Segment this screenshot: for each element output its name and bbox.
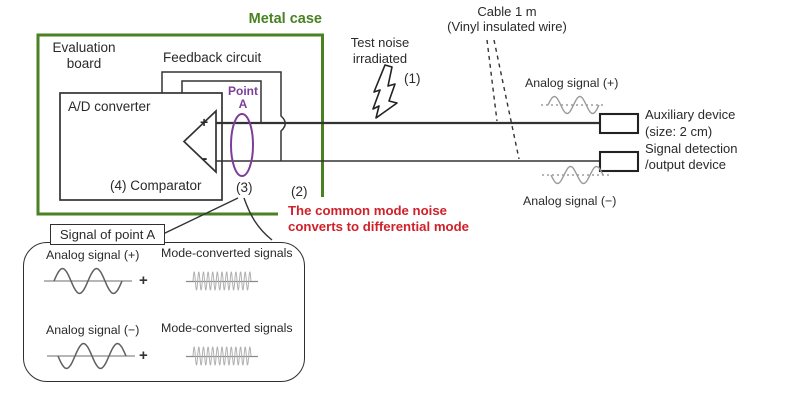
- metal-case-outline: [36, 33, 324, 216]
- signal-of-point-a-panel: [23, 242, 305, 382]
- test-noise-line2: irradiated: [352, 50, 408, 66]
- panel-row2-analog-label: Analog signal (−): [46, 323, 140, 337]
- evaluation-board-line1: Evaluation: [52, 40, 116, 55]
- point-a-line2: A: [238, 97, 248, 111]
- cable-label: Cable 1 m (Vinyl insulated wire): [432, 4, 582, 34]
- noise-burst-icon-2: [192, 346, 252, 366]
- test-noise-label: Test noise irradiated: [336, 35, 424, 66]
- point-a-line1: Point: [228, 84, 258, 98]
- lightning-noise-icon: [372, 64, 398, 119]
- callout-line-to-panel: [243, 197, 273, 241]
- comparator-triangle-icon: [182, 109, 217, 174]
- auxiliary-device-label: Auxiliary device: [645, 107, 736, 122]
- device-size-label: (size: 2 cm): [645, 123, 713, 139]
- sine-wave-icon-analog-plus: [547, 95, 600, 115]
- device-labels: Auxiliary device (size: 2 cm) Signal det…: [645, 107, 738, 174]
- marker-2: (2): [291, 184, 308, 199]
- feedback-circuit-label: Feedback circuit: [163, 50, 262, 65]
- output-device-label: /output device: [645, 157, 726, 173]
- common-mode-note: The common mode noise converts to differ…: [288, 203, 469, 234]
- feedback-outer-loop: [161, 71, 286, 161]
- panel-plus-sign-1: +: [139, 272, 148, 289]
- panel-plus-sign-2: +: [139, 347, 148, 364]
- marker-3: (3): [236, 180, 253, 195]
- cable-pointer-line-top: [486, 39, 498, 122]
- analog-signal-plus-label: Analog signal (+): [525, 76, 619, 90]
- metal-case-label: Metal case: [248, 11, 322, 27]
- comparator-plus-input: +: [200, 114, 209, 130]
- sine-wave-icon-panel-minus: [57, 342, 127, 370]
- evaluation-board-label: Evaluation board: [45, 40, 123, 72]
- feedback-inner-loop: [181, 80, 262, 122]
- panel-row1-noise-label: Mode-converted signals: [161, 246, 293, 260]
- cable-pointer-line-bottom: [493, 39, 520, 160]
- comparator-label: (4) Comparator: [110, 178, 202, 193]
- note-line1: The common mode noise: [288, 203, 448, 218]
- marker-1: (1): [404, 71, 421, 86]
- test-noise-line1: Test noise: [350, 35, 410, 50]
- auxiliary-device-connector: [598, 112, 640, 135]
- callout-line-to-signal-box: [162, 197, 239, 235]
- evaluation-board-line2: board: [66, 56, 102, 71]
- noise-burst-icon-1: [192, 271, 252, 291]
- sine-wave-icon-panel-plus: [53, 267, 123, 295]
- signal-of-point-a-title: Signal of point A: [59, 227, 156, 242]
- sine-wave-icon-analog-minus: [550, 165, 604, 185]
- note-line2: converts to differential mode: [288, 218, 469, 234]
- signal-detection-label: Signal detection: [645, 140, 738, 156]
- point-a-ellipse-icon: [230, 113, 254, 177]
- cable-line1: Cable 1 m: [477, 4, 537, 19]
- comparator-minus-input: -: [202, 150, 208, 167]
- analog-signal-minus-label: Analog signal (−): [523, 194, 617, 208]
- panel-row1-analog-label: Analog signal (+): [46, 248, 140, 262]
- ad-converter-label: A/D converter: [68, 99, 151, 114]
- panel-row2-noise-label: Mode-converted signals: [161, 321, 293, 335]
- cable-line2: (Vinyl insulated wire): [447, 19, 567, 34]
- point-a-label: Point A: [228, 85, 258, 111]
- signal-of-point-a-title-box: Signal of point A: [50, 224, 165, 245]
- output-device-connector: [598, 150, 640, 173]
